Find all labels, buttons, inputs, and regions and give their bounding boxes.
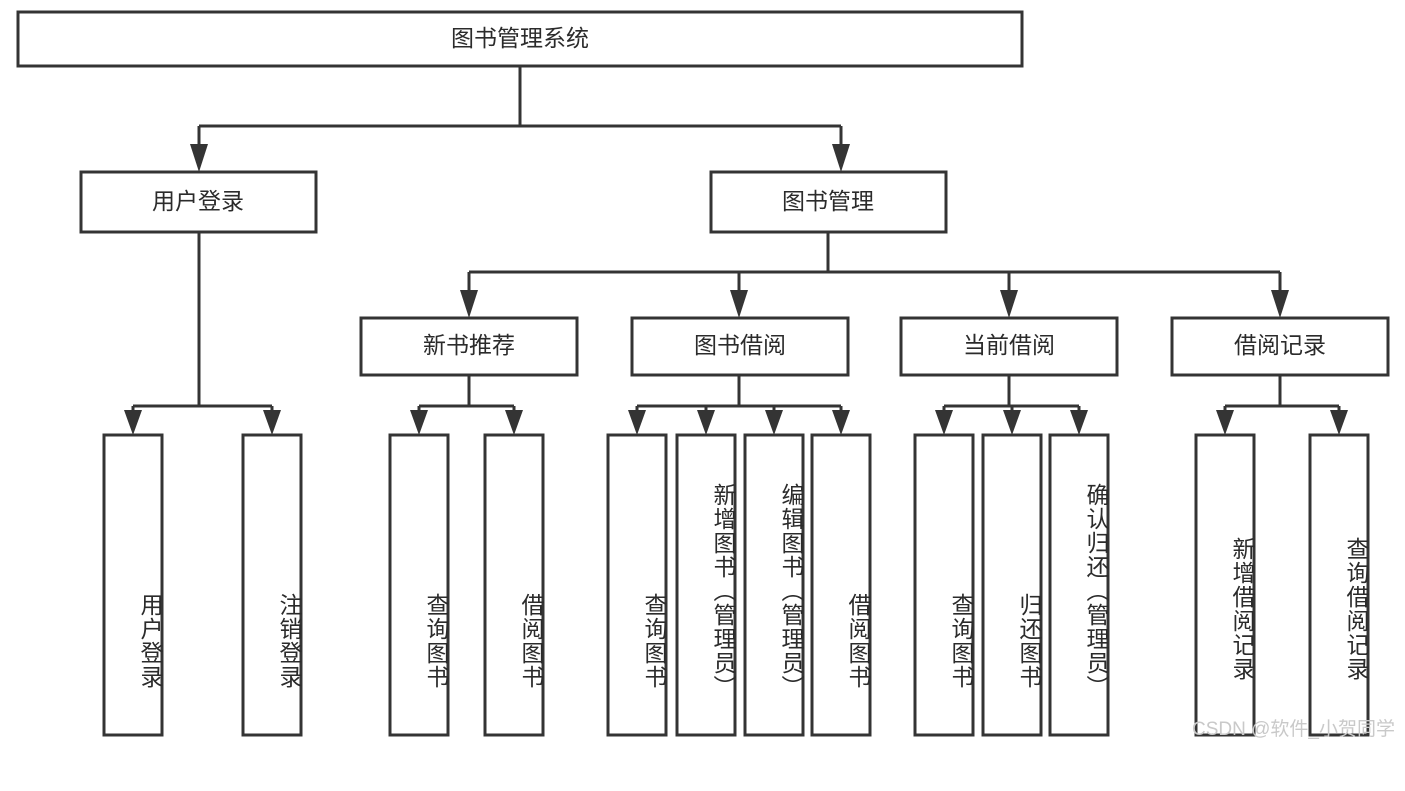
connector-newbook-to-leaves: [410, 375, 523, 435]
node-book-borrow[interactable]: 图书借阅: [630, 316, 850, 377]
arrow-to-leaf-query-book-2: [628, 410, 646, 435]
arrow-to-borrow-record: [1271, 290, 1289, 318]
node-leaf-edit-book-label: 编辑图书（管理员）: [778, 483, 804, 699]
connector-currentborrow-to-leaves: [935, 375, 1088, 435]
node-book-borrow-label: 图书借阅: [694, 332, 786, 358]
arrow-to-leaf-confirm-return: [1070, 410, 1088, 435]
node-leaf-user-logout-label: 注销登录: [276, 593, 302, 689]
arrow-to-book-management: [832, 144, 850, 172]
arrow-to-new-book-recommend: [460, 290, 478, 318]
arrow-to-leaf-borrow-book-1: [505, 410, 523, 435]
node-borrow-record-label: 借阅记录: [1234, 332, 1326, 358]
arrow-to-leaf-query-record: [1330, 410, 1348, 435]
arrow-to-leaf-query-book-3: [935, 410, 953, 435]
node-leaf-user-login[interactable]: [102, 433, 164, 737]
node-leaf-return-book-label: 归还图书: [1016, 593, 1042, 689]
node-book-management[interactable]: 图书管理: [709, 170, 948, 234]
connector-bookmgmt-to-level3: [460, 232, 1289, 318]
flowchart-svg: 图书管理系统 用户登录 图书管理 新书推荐 图书借阅 当前借阅 借阅记录: [16, 10, 1390, 737]
node-leaf-query-record-label: 查询借阅记录: [1343, 537, 1369, 681]
node-borrow-record[interactable]: 借阅记录: [1170, 316, 1390, 377]
node-leaf-add-record-label: 新增借阅记录: [1229, 537, 1255, 681]
node-root-label: 图书管理系统: [451, 25, 589, 51]
node-leaf-query-book-1-label: 查询图书: [423, 593, 449, 689]
node-leaf-query-book-2-label: 查询图书: [641, 593, 667, 689]
node-new-book-recommend[interactable]: 新书推荐: [359, 316, 579, 377]
connector-userlogin-to-leaves: [124, 232, 281, 435]
node-leaf-query-book-2[interactable]: [606, 433, 668, 737]
arrow-to-leaf-user-login: [124, 410, 142, 435]
arrow-to-current-borrow: [1000, 290, 1018, 318]
node-new-book-recommend-label: 新书推荐: [423, 332, 515, 358]
node-leaf-add-book-label: 新增图书（管理员）: [710, 483, 736, 699]
node-leaf-return-book[interactable]: [981, 433, 1043, 737]
node-leaf-user-logout[interactable]: [241, 433, 303, 737]
arrow-to-leaf-query-book-1: [410, 410, 428, 435]
node-leaf-query-book-3[interactable]: [913, 433, 975, 737]
node-root[interactable]: 图书管理系统: [16, 10, 1024, 68]
node-leaf-borrow-book-1[interactable]: [483, 433, 545, 737]
connector-borrowrecord-to-leaves: [1216, 375, 1348, 435]
arrow-to-leaf-edit-book: [765, 410, 783, 435]
node-leaf-edit-book[interactable]: [743, 433, 805, 737]
csdn-watermark: CSDN @软件_小贺同学: [1192, 719, 1395, 740]
node-leaf-borrow-book-2-label: 借阅图书: [845, 593, 871, 689]
node-user-login[interactable]: 用户登录: [79, 170, 318, 234]
node-book-management-label: 图书管理: [782, 188, 874, 214]
node-current-borrow-label: 当前借阅: [963, 332, 1055, 358]
arrow-to-leaf-add-book: [697, 410, 715, 435]
node-current-borrow[interactable]: 当前借阅: [899, 316, 1119, 377]
arrow-to-user-login: [190, 144, 208, 172]
node-leaf-borrow-book-1-label: 借阅图书: [518, 593, 544, 689]
flowchart-diagram: 图书管理系统 用户登录 图书管理 新书推荐 图书借阅 当前借阅 借阅记录: [16, 10, 1395, 740]
node-user-login-label: 用户登录: [152, 188, 244, 214]
connector-root-to-level2: [190, 66, 850, 172]
node-leaf-borrow-book-2[interactable]: [810, 433, 872, 737]
node-leaf-query-record[interactable]: [1308, 433, 1370, 737]
node-leaf-add-book[interactable]: [675, 433, 737, 737]
connector-bookborrow-to-leaves: [628, 375, 850, 435]
node-leaf-user-login-label: 用户登录: [137, 593, 163, 689]
arrow-to-leaf-add-record: [1216, 410, 1234, 435]
node-leaf-confirm-return-label: 确认归还（管理员）: [1083, 483, 1109, 699]
node-leaf-query-book-1[interactable]: [388, 433, 450, 737]
arrow-to-leaf-borrow-book-2: [832, 410, 850, 435]
node-leaf-add-record[interactable]: [1194, 433, 1256, 737]
node-leaf-confirm-return[interactable]: [1048, 433, 1110, 737]
arrow-to-leaf-return-book: [1003, 410, 1021, 435]
node-leaf-query-book-3-label: 查询图书: [948, 593, 974, 689]
arrow-to-book-borrow: [730, 290, 748, 318]
arrow-to-leaf-user-logout: [263, 410, 281, 435]
